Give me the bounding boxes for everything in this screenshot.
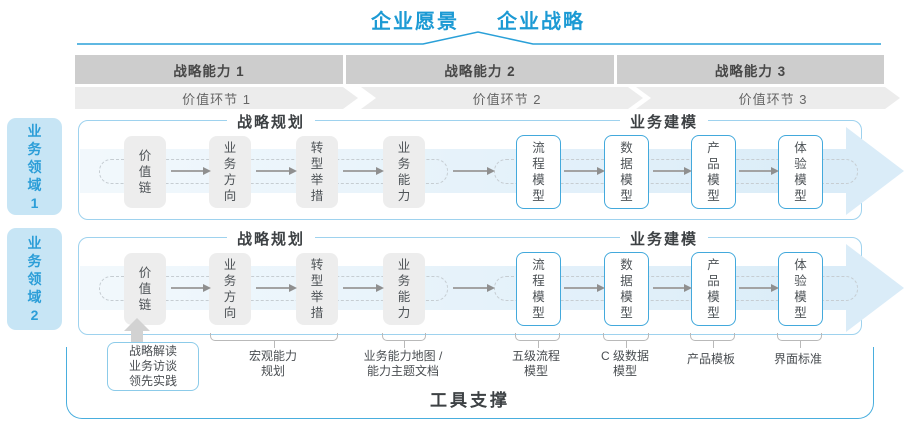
- vision-strategy-titles: 企业愿景 企业战略: [371, 5, 585, 34]
- domain-1-label: 业务领域 1: [27, 122, 42, 211]
- flow-arrow-icon: [739, 283, 779, 292]
- box-value-chain: 价值链: [124, 136, 166, 208]
- box-value-chain: 价值链: [124, 253, 166, 325]
- capability-bar-2: 战略能力 2: [346, 55, 614, 84]
- flow-arrow-icon: [256, 283, 297, 292]
- sidebar-item-domain-2: 业务领域 2: [7, 228, 62, 330]
- value-chevron-3: 价值环节 3: [636, 87, 900, 109]
- up-arrow-shaft: [131, 330, 143, 343]
- box-experience-model: 体验模型: [778, 135, 823, 209]
- label-macro-capability-planning: 宏观能力 规划: [248, 349, 298, 378]
- label-ui-standard: 界面标准: [773, 352, 823, 366]
- box-process-model: 流程模型: [516, 252, 561, 326]
- vision-connector-line: [77, 31, 881, 45]
- domain-2-flow-panel: 战略规划 业务建模 价值链 业务方向 转型举措 业务能力 流程模型 数据模型 产…: [78, 228, 904, 335]
- flow-arrow-icon: [171, 283, 211, 292]
- box-product-model: 产品模型: [691, 252, 736, 326]
- label-capability-map-docs: 业务能力地图 / 能力主题文档: [363, 349, 443, 378]
- sidebar-item-domain-1: 业务领域 1: [7, 118, 62, 215]
- bracket-ui-standard: [777, 333, 822, 348]
- flow-arrow-icon: [653, 283, 692, 292]
- value-chevron-1: 价值环节 1: [75, 87, 358, 109]
- label-product-template: 产品模板: [686, 352, 736, 366]
- section-title-strategic-planning: 战略规划: [226, 111, 316, 132]
- flow-arrow-icon: [653, 166, 692, 175]
- flow-arrow-icon: [343, 283, 384, 292]
- bracket-capability-map: [382, 333, 426, 348]
- flow-arrow-icon: [453, 283, 495, 292]
- capability-bar-3: 战略能力 3: [617, 55, 884, 84]
- strategy-title: 企业战略: [497, 11, 585, 33]
- box-business-direction: 业务方向: [209, 253, 251, 325]
- flow-arrow-icon: [171, 166, 211, 175]
- box-business-capability: 业务能力: [383, 253, 425, 325]
- box-business-direction: 业务方向: [209, 136, 251, 208]
- input-leading-practice: 领先实践: [128, 374, 177, 388]
- flow-arrow-icon: [564, 166, 605, 175]
- bracket-data-model: [603, 333, 649, 348]
- strategy-dashed-track: [99, 276, 448, 301]
- strategy-dashed-track: [99, 159, 448, 184]
- section-title-business-modeling: 业务建模: [619, 228, 709, 249]
- input-business-interview: 业务访谈: [128, 359, 177, 373]
- value-chevron-2: 价值环节 2: [361, 87, 643, 109]
- flow-band-arrowhead-icon: [846, 244, 904, 332]
- box-transformation: 转型举措: [296, 253, 338, 325]
- input-strategy-interpretation: 战略解读: [128, 344, 177, 358]
- bracket-macro-capability: [210, 333, 338, 348]
- box-product-model: 产品模型: [691, 135, 736, 209]
- up-arrow-icon: [124, 318, 150, 331]
- box-data-model: 数据模型: [604, 252, 649, 326]
- section-title-strategic-planning: 战略规划: [226, 228, 316, 249]
- box-experience-model: 体验模型: [778, 252, 823, 326]
- vision-title: 企业愿景: [371, 11, 459, 33]
- bracket-process-model: [515, 333, 560, 348]
- flow-arrow-icon: [739, 166, 779, 175]
- capability-bar-1: 战略能力 1: [75, 55, 343, 84]
- tool-support-container: 工具支撑: [66, 347, 874, 419]
- box-business-capability: 业务能力: [383, 136, 425, 208]
- strategy-inputs-box: 战略解读 业务访谈 领先实践: [107, 342, 199, 391]
- domain-2-label: 业务领域 2: [27, 235, 42, 323]
- flow-arrow-icon: [453, 166, 495, 175]
- box-process-model: 流程模型: [516, 135, 561, 209]
- label-c-level-data-model: C 级数据 模型: [600, 349, 650, 378]
- label-five-level-process-model: 五级流程 模型: [511, 349, 561, 378]
- flow-arrow-icon: [256, 166, 297, 175]
- section-title-business-modeling: 业务建模: [619, 111, 709, 132]
- box-data-model: 数据模型: [604, 135, 649, 209]
- flow-arrow-icon: [343, 166, 384, 175]
- domain-1-flow-panel: 战略规划 业务建模 价值链 业务方向 转型举措 业务能力 流程模型 数据模型 产…: [78, 111, 904, 220]
- flow-band-arrowhead-icon: [846, 127, 904, 215]
- bracket-product-template: [690, 333, 735, 348]
- tool-support-title: 工具支撑: [430, 391, 510, 410]
- box-transformation: 转型举措: [296, 136, 338, 208]
- flow-arrow-icon: [564, 283, 605, 292]
